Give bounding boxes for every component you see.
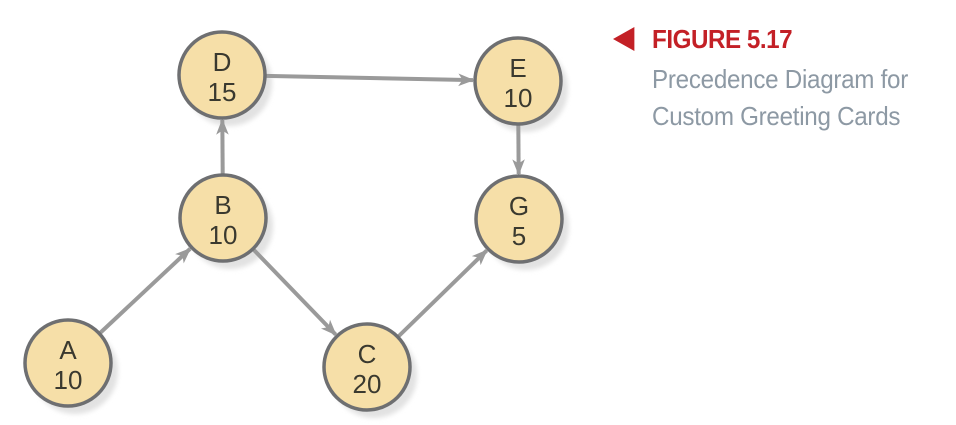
node-D: D15 [177, 30, 267, 120]
node-time-C: 20 [353, 369, 382, 399]
figure-caption: FIGURE 5.17 Precedence Diagram for Custo… [613, 25, 908, 135]
node-label-E: E [509, 53, 526, 83]
node-B: B10 [178, 173, 268, 263]
figure-caption-line-1: Precedence Diagram for [652, 64, 908, 94]
node-label-A: A [59, 335, 77, 365]
node-circle-E [473, 36, 563, 126]
node-time-B: 10 [209, 220, 238, 250]
node-circle-C [322, 322, 412, 412]
node-E: E10 [473, 36, 563, 126]
edge-B-C [251, 247, 338, 337]
node-circle-G [474, 174, 564, 264]
figure-label: FIGURE 5.17 [652, 24, 793, 54]
node-A: A10 [23, 318, 113, 408]
node-label-B: B [214, 190, 231, 220]
node-time-A: 10 [54, 365, 83, 395]
node-C: C20 [322, 322, 412, 412]
node-label-D: D [213, 47, 232, 77]
edges-layer [98, 73, 525, 339]
node-time-G: 5 [512, 221, 526, 251]
figure-caption-text: FIGURE 5.17 Precedence Diagram for Custo… [652, 25, 908, 135]
node-time-D: 15 [208, 77, 237, 107]
edge-C-G [396, 248, 489, 339]
edge-A-B [98, 247, 192, 336]
node-G: G5 [474, 174, 564, 264]
node-label-C: C [358, 339, 377, 369]
node-circle-D [177, 30, 267, 120]
node-circle-B [178, 173, 268, 263]
node-label-G: G [509, 191, 529, 221]
edge-D-E [264, 73, 475, 87]
node-time-E: 10 [504, 83, 533, 113]
figure-caption-line-2: Custom Greeting Cards [652, 101, 901, 131]
figure-pointer-icon [613, 27, 635, 51]
node-circle-A [23, 318, 113, 408]
